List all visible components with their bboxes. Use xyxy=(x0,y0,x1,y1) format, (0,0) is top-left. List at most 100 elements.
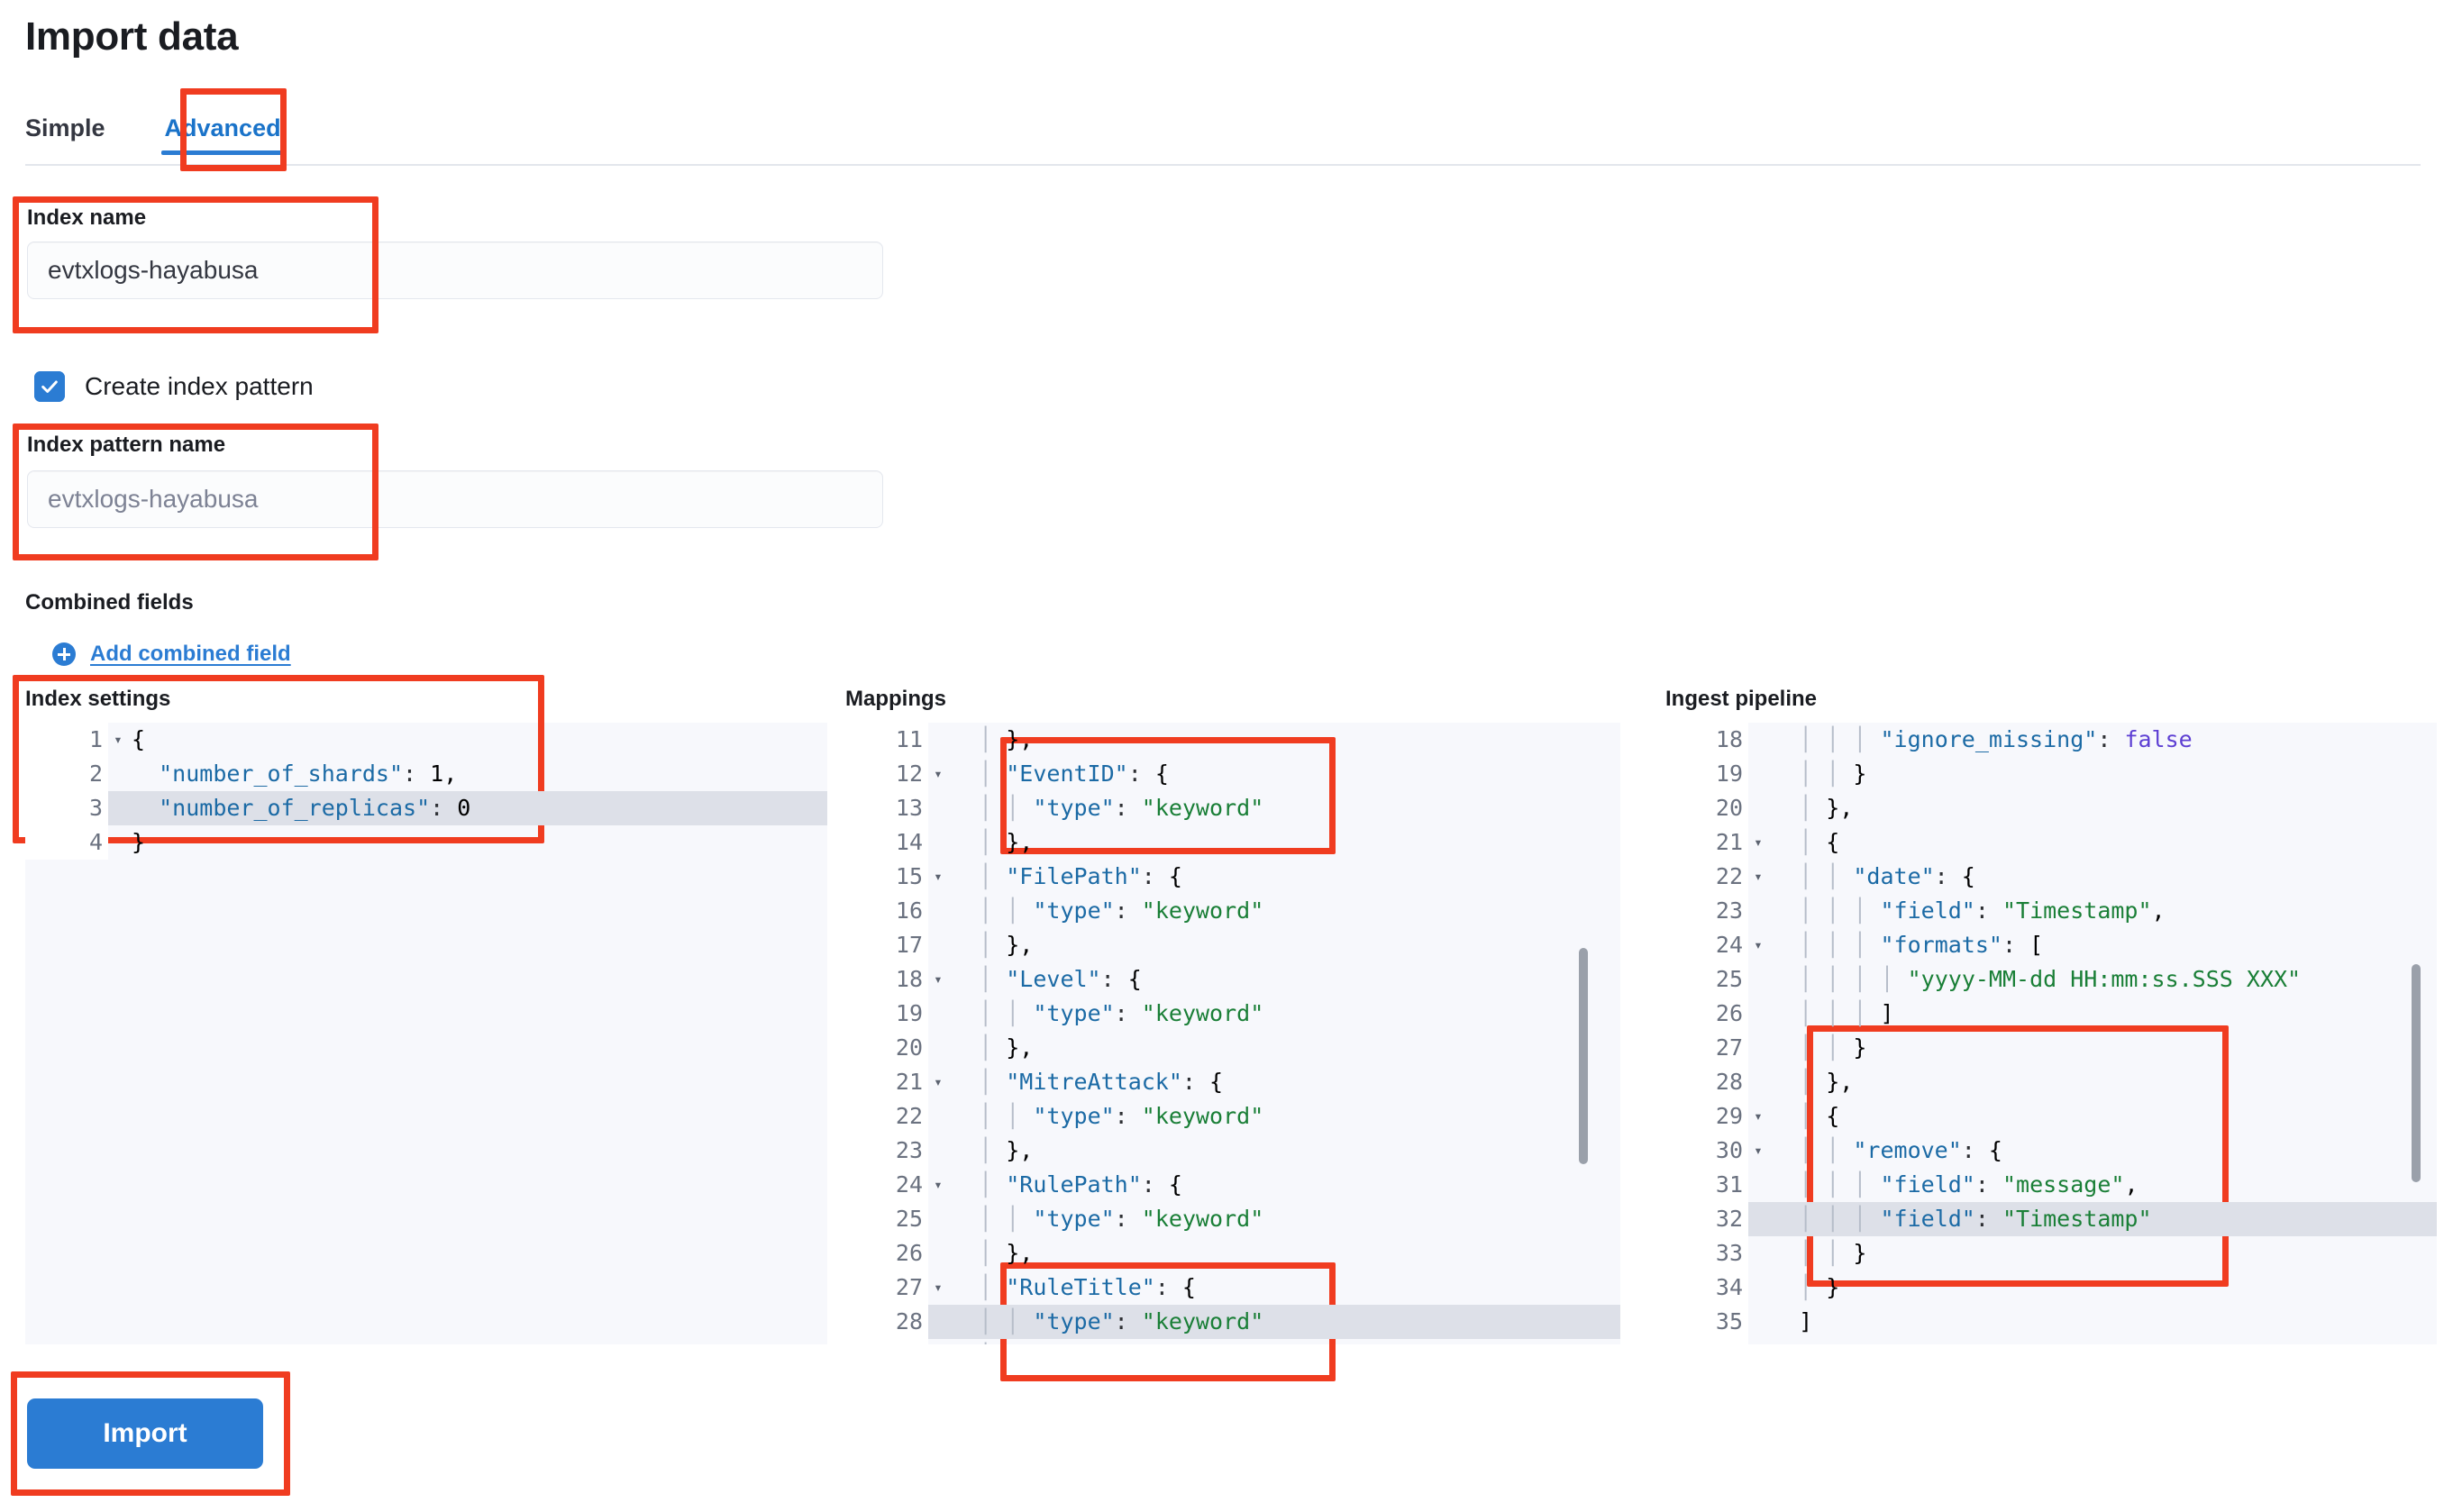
editor-line[interactable]: 28 │ }, xyxy=(1665,1065,2437,1099)
line-number: 18 xyxy=(1665,723,1748,757)
editor-line[interactable]: 29▾ │ { xyxy=(1665,1099,2437,1134)
editor-line[interactable]: 27 │ │ } xyxy=(1665,1031,2437,1065)
line-number: 20 xyxy=(845,1031,928,1065)
line-number: 21 xyxy=(1665,825,1748,860)
editor-line[interactable]: 19 │ │ "type": "keyword" xyxy=(845,997,1620,1031)
editor-line[interactable]: 19 │ │ } xyxy=(1665,757,2437,791)
editor-line[interactable]: 21▾ │ "MitreAttack": { xyxy=(845,1065,1620,1099)
editor-line[interactable]: 18 │ │ │ "ignore_missing": false xyxy=(1665,723,2437,757)
fold-arrow-icon[interactable]: ▾ xyxy=(934,970,943,988)
ingest-pipeline-scrollbar[interactable] xyxy=(2412,964,2421,1182)
editor-line[interactable]: 22 │ │ "type": "keyword" xyxy=(845,1099,1620,1134)
editor-line[interactable]: 23 │ }, xyxy=(845,1134,1620,1168)
editor-line[interactable]: 27▾ │ "RuleTitle": { xyxy=(845,1271,1620,1305)
add-combined-field-label: Add combined field xyxy=(90,642,291,666)
line-number: 14 xyxy=(845,825,928,860)
line-number: 19 xyxy=(1665,757,1748,791)
index-settings-title: Index settings xyxy=(25,687,171,711)
index-name-input[interactable]: evtxlogs-hayabusa xyxy=(27,241,883,299)
plus-circle-icon xyxy=(52,642,76,666)
editor-line[interactable]: 13 │ │ "type": "keyword" xyxy=(845,791,1620,825)
fold-arrow-icon[interactable]: ▾ xyxy=(1754,833,1763,851)
add-combined-field-button[interactable]: Add combined field xyxy=(52,642,291,667)
editor-line[interactable]: 4} xyxy=(25,825,827,860)
index-pattern-name-input[interactable]: evtxlogs-hayabusa xyxy=(27,470,883,528)
editor-line[interactable]: 32 │ │ │ "field": "Timestamp" xyxy=(1665,1202,2437,1236)
code-text: } xyxy=(132,829,146,855)
code-text: │ │ "type": "keyword" xyxy=(979,1308,1264,1334)
code-text: │ }, xyxy=(979,1240,1034,1266)
editor-line[interactable]: 26 │ │ │ ] xyxy=(1665,997,2437,1031)
import-button[interactable]: Import xyxy=(27,1398,263,1469)
code-text: │ │ "type": "keyword" xyxy=(979,1206,1264,1232)
fold-arrow-icon[interactable]: ▾ xyxy=(114,731,123,748)
index-settings-editor[interactable]: 1▾{2 "number_of_shards": 1,3 "number_of_… xyxy=(25,723,827,1344)
tab-simple[interactable]: Simple xyxy=(25,114,105,141)
editor-line[interactable]: 25 │ │ "type": "keyword" xyxy=(845,1202,1620,1236)
fold-arrow-icon[interactable]: ▾ xyxy=(1754,868,1763,885)
editor-line[interactable]: 15▾ │ "FilePath": { xyxy=(845,860,1620,894)
fold-arrow-icon[interactable]: ▾ xyxy=(1754,1142,1763,1159)
mappings-scrollbar[interactable] xyxy=(1579,948,1588,1164)
editor-line[interactable]: 17 │ }, xyxy=(845,928,1620,962)
editor-line[interactable]: 36} xyxy=(1665,1339,2437,1344)
code-text: │ │ } xyxy=(1799,1240,1867,1266)
line-number: 35 xyxy=(1665,1305,1748,1339)
create-index-pattern-row[interactable]: Create index pattern xyxy=(34,371,314,402)
editor-line[interactable]: 11 │ }, xyxy=(845,723,1620,757)
line-number: 18 xyxy=(845,962,928,997)
editor-line[interactable]: 26 │ }, xyxy=(845,1236,1620,1271)
editor-line[interactable]: 14 │ }, xyxy=(845,825,1620,860)
editor-line[interactable]: 25 │ │ │ │ "yyyy-MM-dd HH:mm:ss.SSS XXX" xyxy=(1665,962,2437,997)
line-number: 23 xyxy=(1665,894,1748,928)
line-number: 28 xyxy=(1665,1065,1748,1099)
editor-line[interactable]: 31 │ │ │ "field": "message", xyxy=(1665,1168,2437,1202)
code-text: │ │ │ │ "yyyy-MM-dd HH:mm:ss.SSS XXX" xyxy=(1799,966,2302,992)
editor-background xyxy=(948,723,1620,1344)
editor-line[interactable]: 24▾ │ │ │ "formats": [ xyxy=(1665,928,2437,962)
editor-line[interactable]: 21▾ │ { xyxy=(1665,825,2437,860)
editor-line[interactable]: 1▾{ xyxy=(25,723,827,757)
mappings-editor[interactable]: 11 │ },12▾ │ "EventID": {13 │ │ "type": … xyxy=(845,723,1620,1344)
tab-advanced[interactable]: Advanced xyxy=(132,114,314,162)
combined-fields-label: Combined fields xyxy=(25,590,194,615)
line-number: 11 xyxy=(845,723,928,757)
line-number: 26 xyxy=(1665,997,1748,1031)
editor-line[interactable]: 33 │ │ } xyxy=(1665,1236,2437,1271)
fold-arrow-icon[interactable]: ▾ xyxy=(934,765,943,782)
editor-line[interactable]: 24▾ │ "RulePath": { xyxy=(845,1168,1620,1202)
editor-line[interactable]: 16 │ │ "type": "keyword" xyxy=(845,894,1620,928)
editor-line[interactable]: 34 │ } xyxy=(1665,1271,2437,1305)
line-number: 13 xyxy=(845,791,928,825)
editor-line[interactable]: 22▾ │ │ "date": { xyxy=(1665,860,2437,894)
line-number: 25 xyxy=(845,1202,928,1236)
line-number: 16 xyxy=(845,894,928,928)
ingest-pipeline-title: Ingest pipeline xyxy=(1665,687,1818,711)
create-index-pattern-checkbox[interactable] xyxy=(34,371,65,402)
editor-line[interactable]: 2 "number_of_shards": 1, xyxy=(25,757,827,791)
fold-arrow-icon[interactable]: ▾ xyxy=(1754,936,1763,953)
editor-line[interactable]: 20 │ }, xyxy=(1665,791,2437,825)
editor-line[interactable]: 18▾ │ "Level": { xyxy=(845,962,1620,997)
editor-line[interactable]: 29 │ }, xyxy=(845,1339,1620,1344)
fold-arrow-icon[interactable]: ▾ xyxy=(1754,1107,1763,1125)
line-number: 33 xyxy=(1665,1236,1748,1271)
editor-line[interactable]: 3 "number_of_replicas": 0 xyxy=(25,791,827,825)
editor-line[interactable]: 12▾ │ "EventID": { xyxy=(845,757,1620,791)
editor-line[interactable]: 30▾ │ │ "remove": { xyxy=(1665,1134,2437,1168)
editor-line[interactable]: 28 │ │ "type": "keyword" xyxy=(845,1305,1620,1339)
code-text: │ "FilePath": { xyxy=(979,863,1182,889)
code-text: │ "MitreAttack": { xyxy=(979,1069,1224,1095)
editor-line[interactable]: 35 ] xyxy=(1665,1305,2437,1339)
editor-line[interactable]: 23 │ │ │ "field": "Timestamp", xyxy=(1665,894,2437,928)
fold-arrow-icon[interactable]: ▾ xyxy=(934,1279,943,1296)
line-number: 28 xyxy=(845,1305,928,1339)
fold-arrow-icon[interactable]: ▾ xyxy=(934,1073,943,1090)
code-text: │ │ │ "field": "Timestamp" xyxy=(1799,1206,2152,1232)
fold-arrow-icon[interactable]: ▾ xyxy=(934,868,943,885)
editor-line[interactable]: 20 │ }, xyxy=(845,1031,1620,1065)
fold-arrow-icon[interactable]: ▾ xyxy=(934,1176,943,1193)
editor-background xyxy=(128,723,827,1344)
